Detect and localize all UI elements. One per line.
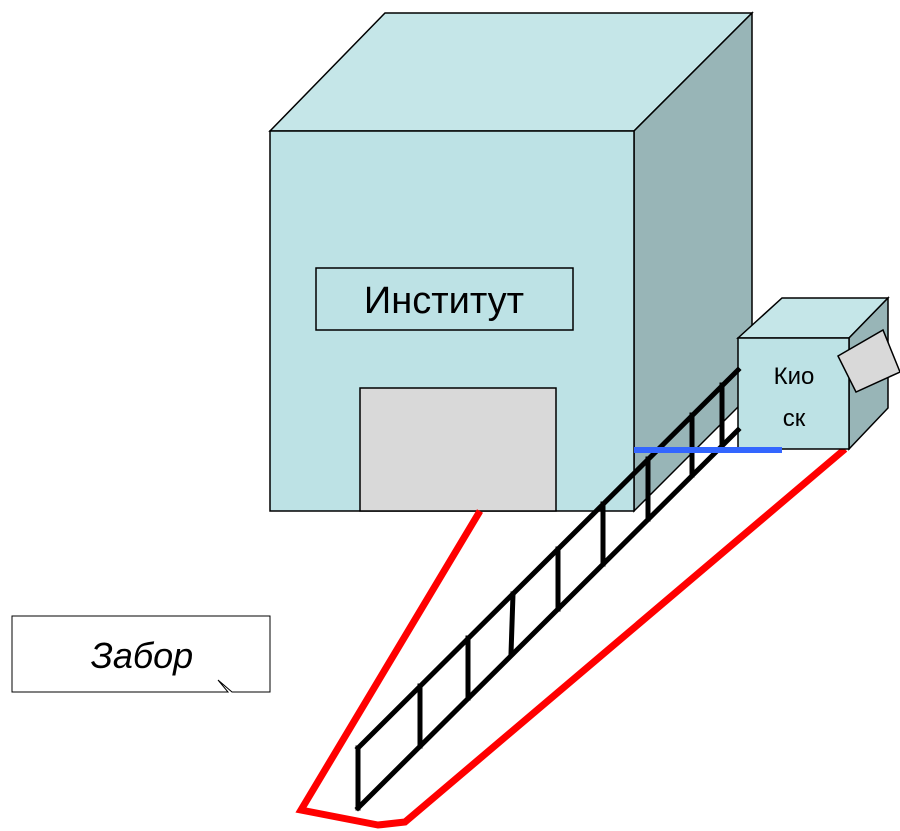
building-door — [359, 387, 557, 512]
fence-callout: Забор — [11, 615, 271, 693]
fence-callout-box — [11, 615, 271, 693]
kiosk-label-line2: ск — [783, 405, 806, 432]
fence-callout-label: Забор — [91, 635, 193, 676]
building-sign — [315, 267, 574, 331]
fence-post — [508, 591, 516, 657]
fence — [354, 366, 742, 812]
building-sign-label: Институт — [364, 280, 524, 322]
kiosk-label-line1: Кио — [774, 363, 815, 390]
kiosk-window-flap — [837, 328, 900, 393]
kiosk: Кио ск — [736, 296, 900, 451]
kiosk-front-face — [737, 337, 850, 450]
institute-building: Институт — [268, 11, 754, 513]
red-path-outline — [295, 446, 848, 829]
